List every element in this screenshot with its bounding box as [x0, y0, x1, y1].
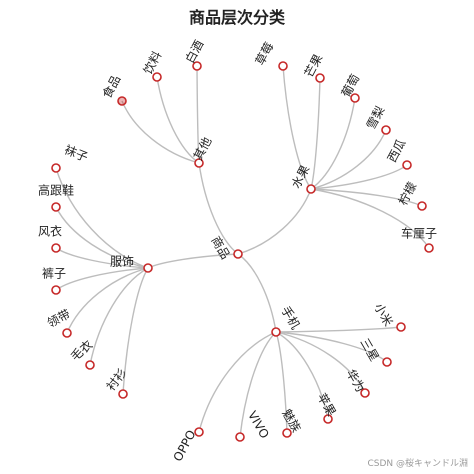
tree-node[interactable]	[51, 202, 61, 212]
tree-node[interactable]	[85, 360, 95, 370]
tree-node[interactable]	[315, 73, 325, 83]
tree-link	[198, 162, 239, 255]
tree-node-label: 苹果	[314, 391, 338, 419]
tree-node-label: OPPO	[171, 428, 199, 464]
tree-node-label: 领带	[45, 307, 73, 331]
tree-link	[237, 253, 277, 333]
tree-link	[122, 267, 149, 395]
tree-node-label: 裤子	[42, 267, 66, 281]
tree-link	[275, 326, 402, 333]
tree-node[interactable]	[381, 125, 391, 135]
tree-node-label: VIVO	[245, 409, 272, 441]
tree-node[interactable]	[360, 388, 370, 398]
tree-link	[310, 164, 408, 190]
tree-node[interactable]	[417, 201, 427, 211]
tree-node[interactable]	[194, 158, 204, 168]
tree-node-label: 风衣	[38, 224, 62, 239]
tree-node-label: 商品	[208, 233, 233, 261]
tree-node-label: 车厘子	[401, 226, 437, 241]
tree-link	[275, 331, 388, 363]
tree-link	[282, 65, 312, 190]
tree-node[interactable]	[51, 243, 61, 253]
tree-link	[89, 267, 149, 366]
tree-link	[196, 65, 200, 164]
tree-link	[147, 253, 239, 269]
chart-title: 商品层次分类	[188, 8, 285, 27]
tree-link	[55, 167, 149, 269]
tree-node[interactable]	[51, 163, 61, 173]
watermark: CSDN @桜キャンドル淵	[367, 459, 468, 469]
tree-link	[239, 331, 277, 438]
tree-node[interactable]	[192, 61, 202, 71]
tree-node-label: 饮料	[141, 49, 165, 77]
tree-node[interactable]	[152, 72, 162, 82]
tree-node-label: 白酒	[182, 37, 207, 65]
tree-link	[55, 247, 149, 269]
tree-node[interactable]	[382, 357, 392, 367]
tree-node[interactable]	[402, 160, 412, 170]
tree-link	[66, 267, 149, 334]
tree-node-label: 高跟鞋	[38, 183, 74, 198]
tree-links	[55, 65, 430, 438]
tree-node-label: 服饰	[110, 255, 134, 269]
tree-node[interactable]	[278, 61, 288, 71]
tree-node[interactable]	[235, 432, 245, 442]
tree-nodes	[51, 61, 434, 442]
tree-node-label: 食品	[99, 72, 124, 100]
tree-node-label: 其他	[191, 135, 215, 163]
tree-node[interactable]	[117, 96, 127, 106]
tree-node[interactable]	[233, 249, 243, 259]
tree-node[interactable]	[424, 243, 434, 253]
tree-node[interactable]	[271, 327, 281, 337]
tree-node-label: 袜子	[62, 143, 90, 165]
tree-link	[121, 100, 200, 164]
tree-node-label: 西瓜	[385, 137, 409, 165]
tree-node[interactable]	[118, 389, 128, 399]
tree-node[interactable]	[396, 322, 406, 332]
tree-node-label: 三星	[357, 336, 381, 364]
tree-link	[275, 331, 366, 394]
tree-link	[310, 188, 423, 207]
tree-link	[198, 331, 277, 433]
tree-link	[237, 188, 312, 255]
tree-node[interactable]	[51, 285, 61, 295]
tree-link	[310, 77, 321, 190]
tree-node-label: 手机	[278, 304, 302, 332]
tree-link	[156, 76, 200, 164]
tree-link	[310, 129, 387, 190]
tree-link	[55, 267, 149, 291]
tree-link	[310, 188, 430, 249]
tree-link	[310, 97, 356, 190]
tree-node[interactable]	[306, 184, 316, 194]
tree-node-label: 小米	[371, 301, 395, 329]
tree-node[interactable]	[282, 428, 292, 438]
tree-node[interactable]	[194, 427, 204, 437]
tree-node-label: 草莓	[253, 40, 277, 68]
tree-node[interactable]	[143, 263, 153, 273]
tree-link	[275, 331, 329, 420]
tree-node[interactable]	[350, 93, 360, 103]
tree-node[interactable]	[323, 414, 333, 424]
tree-node[interactable]	[62, 328, 72, 338]
tree-link	[55, 206, 149, 269]
tree-link	[275, 331, 288, 434]
